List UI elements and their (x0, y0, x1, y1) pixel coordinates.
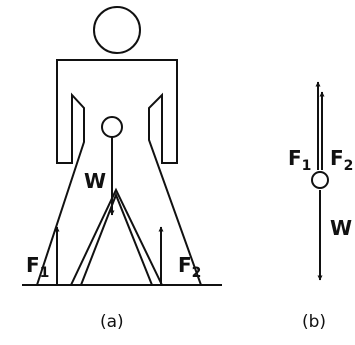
force-f2-label-b: F2 (330, 146, 353, 174)
figure-b (311, 81, 329, 281)
weight-label-a: W (84, 169, 106, 193)
person-head (93, 6, 141, 54)
force-f2-label-a: F2 (178, 253, 201, 281)
force-f1-label-b: F1 (288, 146, 311, 174)
weight-label-b: W (330, 216, 352, 240)
person-legs-inner (80, 192, 153, 286)
person-torso (35, 59, 203, 286)
caption-b: (b) (302, 312, 326, 332)
figure-a (22, 6, 222, 286)
force-f1-label-a: F1 (26, 253, 49, 281)
center-of-mass-b (311, 171, 329, 189)
caption-a: (a) (100, 312, 124, 332)
center-of-mass (101, 116, 123, 138)
